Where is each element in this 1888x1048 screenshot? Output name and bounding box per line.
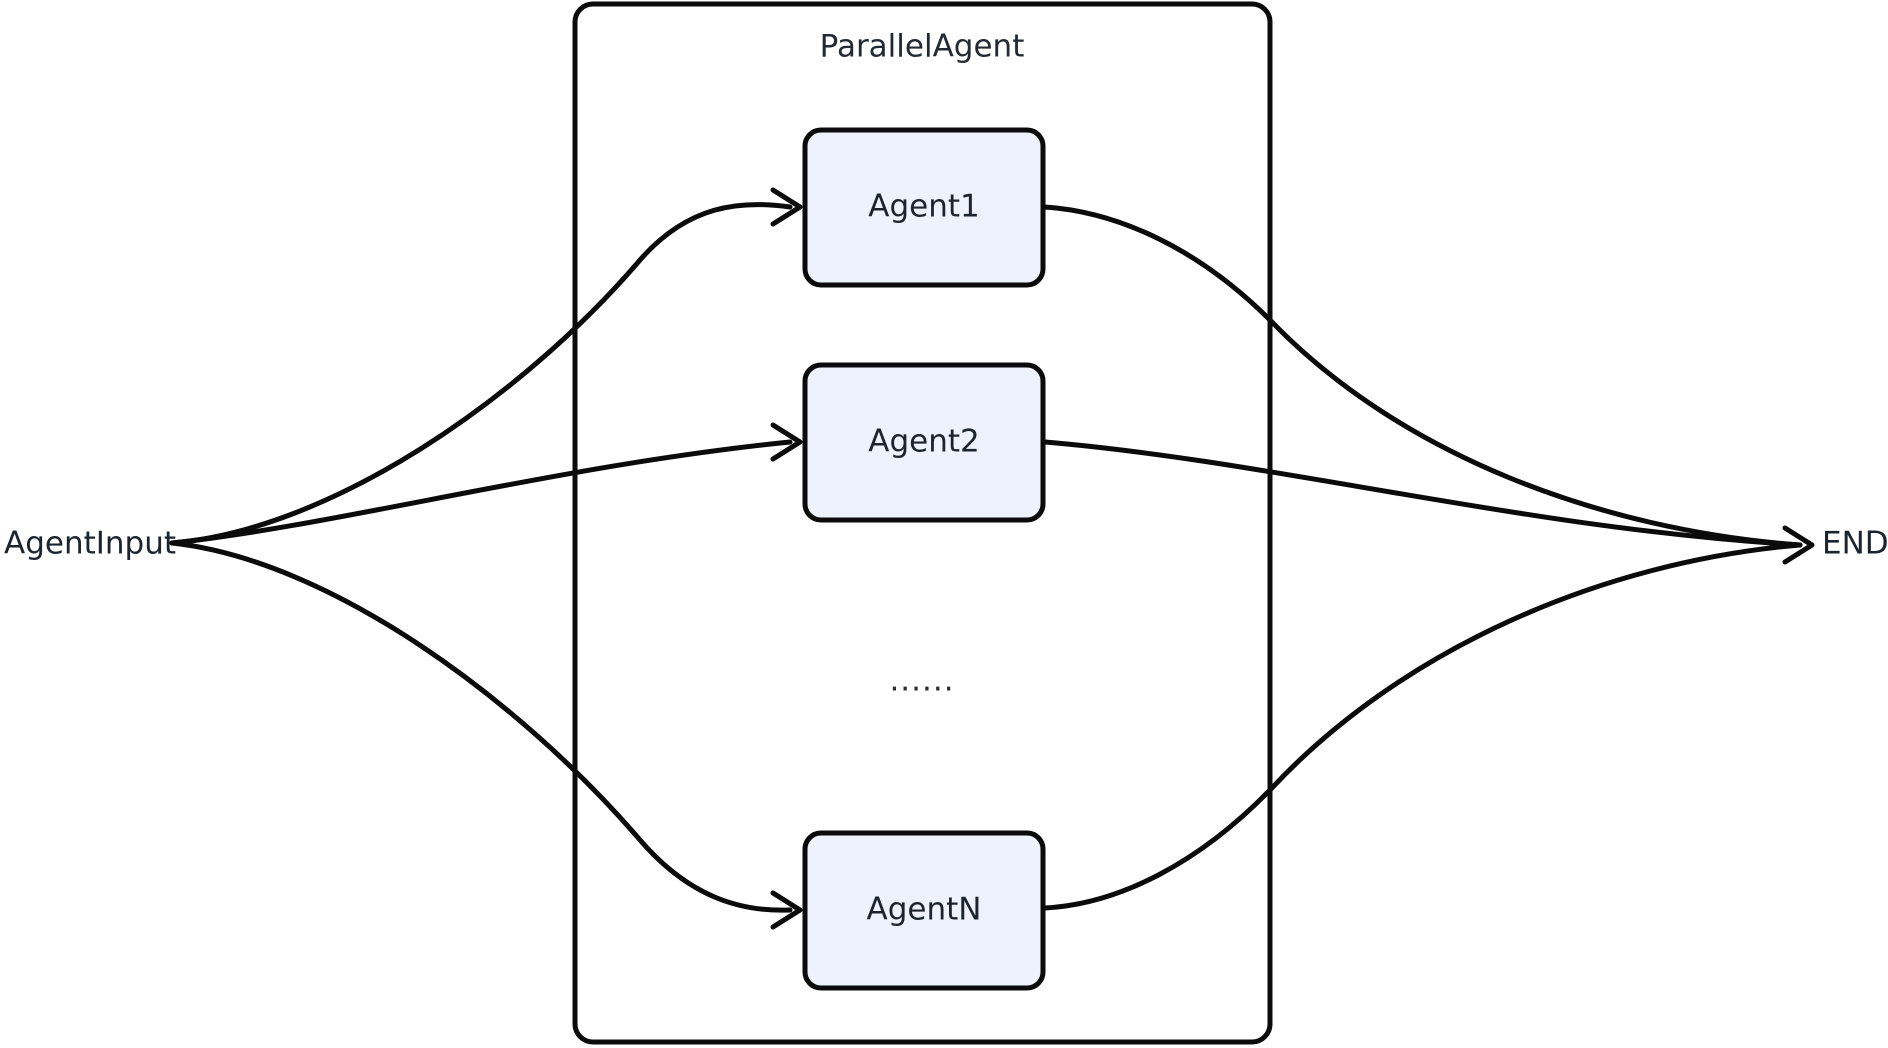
edge-input-to-agent2: [169, 439, 793, 546]
edge-agent2-to-end: [1042, 439, 1803, 548]
agent-node-2[interactable]: Agent2: [802, 362, 1046, 523]
agent-node-n[interactable]: AgentN: [802, 830, 1046, 991]
edge-agent1-to-end: [1042, 204, 1803, 548]
parallel-agent-container: [572, 1, 1273, 1045]
arrowhead-agentn-in: [770, 890, 803, 930]
end-label: END: [1822, 526, 1888, 562]
agent-2-box[interactable]: [802, 362, 1046, 523]
agent-n-box[interactable]: [802, 830, 1046, 991]
arrowhead-end-in: [1782, 525, 1815, 565]
agent-1-box[interactable]: [802, 127, 1046, 288]
agent-node-1[interactable]: Agent1: [802, 127, 1046, 288]
container-title: ParallelAgent: [820, 29, 1025, 65]
agent-n-label: AgentN: [867, 892, 982, 928]
agent-2-label: Agent2: [868, 424, 979, 460]
edge-agentn-to-end: [1042, 542, 1803, 911]
agent-input-label: AgentInput: [4, 526, 176, 562]
edge-input-to-agentn: [169, 540, 793, 913]
edge-input-to-agent1: [169, 202, 793, 546]
agent-1-label: Agent1: [868, 189, 979, 225]
ellipsis-indicator: ......: [889, 663, 954, 699]
arrowhead-agent2-in: [770, 422, 803, 462]
arrowhead-agent1-in: [770, 187, 803, 227]
